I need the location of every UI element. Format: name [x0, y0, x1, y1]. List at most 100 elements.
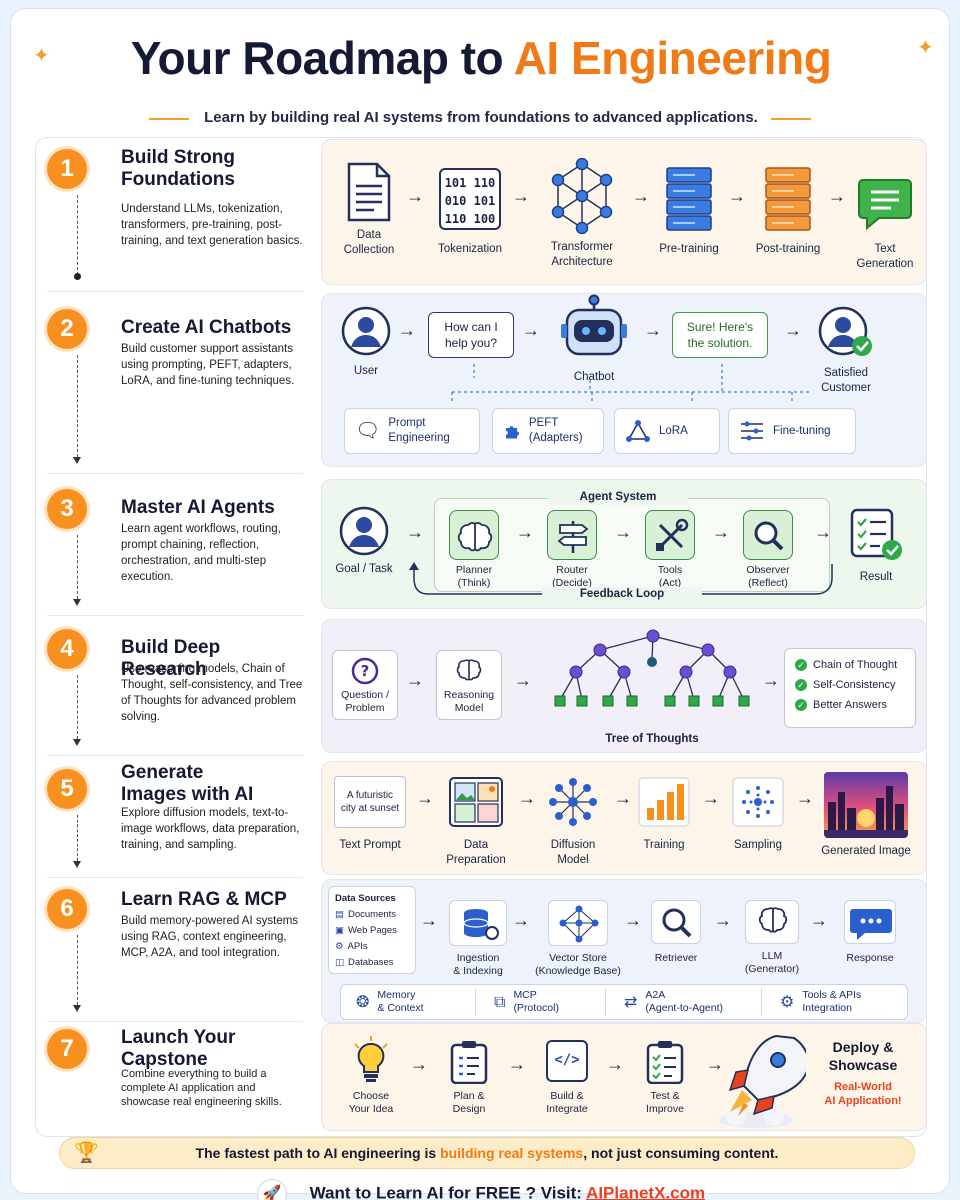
arrow-right-icon: →: [514, 670, 532, 690]
research-panel: ? Question / Problem → Reasoning Model →: [321, 619, 927, 753]
agents-panel: Agent System Goal / Task → Planner (Thin…: [321, 479, 927, 609]
gear-icon: ⚙: [780, 993, 795, 1011]
page-title: Your Roadmap to AI Engineering: [130, 32, 832, 84]
lightbulb-icon: [354, 1036, 388, 1082]
arrow-right-icon: →: [416, 788, 434, 808]
reasoning-model-node: Reasoning Model: [436, 650, 502, 720]
customer-node: Satisfied Customer: [806, 306, 886, 396]
city-sunset-image: [824, 772, 908, 838]
satisfied-customer-icon: [818, 306, 872, 356]
step-divider: [47, 291, 303, 292]
capstone-step-node: Test & Improve: [630, 1040, 700, 1116]
arrow-right-icon: →: [522, 320, 540, 340]
chatbot-node: Chatbot: [546, 294, 642, 385]
pipeline-node: Data Collection: [334, 162, 404, 258]
page-subtitle: Learn by building real AI systems from f…: [204, 109, 758, 126]
agent-step-node: Observer (Reflect): [736, 510, 800, 590]
arrow-right-icon: →: [508, 1054, 526, 1074]
server-stack-icon: [666, 167, 712, 231]
pipeline-node: Generated Image: [820, 772, 912, 859]
agent-to-agent-icon: ⇄: [624, 993, 638, 1011]
agent-step-node: Tools (Act): [638, 510, 702, 590]
step-description: Explore diffusion models, text-to-image …: [121, 807, 300, 851]
pipeline-node: A futuristic city at sunset Text Prompt: [330, 776, 410, 853]
arrow-right-icon: →: [512, 186, 530, 206]
step-connector-arrow: [73, 457, 81, 464]
foundations-panel: Data Collection → 101 110 010 101 110 10…: [321, 139, 927, 285]
website-link[interactable]: AIPlanetX.com: [586, 1183, 706, 1200]
data-sources-box: Data Sources ▤Documents ▣Web Pages ⚙APIs…: [328, 886, 416, 974]
step-number-badge: 5: [47, 769, 87, 809]
step-connector: [77, 935, 78, 1005]
agent-step-node: Router (Decide): [540, 510, 604, 590]
step-connector: [77, 355, 78, 457]
feedback-loop-label: Feedback Loop: [542, 587, 702, 602]
tree-of-thoughts-label: Tree of Thoughts: [605, 733, 699, 745]
pipeline-node: Post-training: [748, 166, 828, 257]
rocket-badge-icon: 🚀: [256, 1179, 287, 1200]
speech-bubble-answer: Sure! Here's the solution.: [672, 312, 768, 358]
step-title: Create AI Chatbots: [121, 317, 292, 338]
outcome-checklist: ✓Chain of Thought ✓Self-Consistency ✓Bet…: [784, 648, 916, 728]
rag-mcp-panel: Data Sources ▤Documents ▣Web Pages ⚙APIs…: [321, 879, 927, 1023]
pipeline-node: Data Preparation: [438, 776, 514, 868]
pipeline-node: Transformer Architecture: [536, 158, 628, 270]
step-divider: [47, 615, 303, 616]
brain-icon: [456, 659, 482, 681]
rag-step-node: Retriever: [644, 900, 708, 965]
technique-chip: 🗨 Prompt Engineering: [344, 408, 480, 454]
arrow-right-icon: →: [398, 320, 416, 340]
technique-chip: LoRA: [614, 408, 720, 454]
real-world-tagline: Real-World AI Application!: [824, 1081, 902, 1107]
neural-network-icon: [551, 158, 613, 234]
trophy-icon: 🏆: [74, 1142, 99, 1164]
step-divider: [47, 755, 303, 756]
capability-chip: ⧉ MCP(Protocol): [484, 988, 606, 1016]
arrow-right-icon: →: [702, 788, 720, 808]
step-description: Build customer support assistants using …: [121, 343, 295, 387]
code-icon: </>: [546, 1040, 588, 1082]
binary-token-icon: 101 110 010 101 110 100: [439, 168, 501, 230]
step-title: Master AI Agents: [121, 497, 275, 518]
step-connector-arrow: [73, 861, 81, 868]
pipeline-node: 101 110 010 101 110 100 Tokenization: [430, 168, 510, 257]
tools-icon: [645, 510, 695, 560]
pipeline-node: Pre-training: [654, 166, 724, 257]
arrow-right-icon: →: [606, 1054, 624, 1074]
technique-chip: PEFT (Adapters): [492, 408, 604, 454]
brain-icon: [745, 900, 799, 944]
user-avatar-icon: [341, 306, 391, 356]
image-gen-panel: A futuristic city at sunset Text Prompt …: [321, 761, 927, 875]
rag-step-node: Response: [832, 900, 908, 965]
rag-step-node: Ingestion & Indexing: [440, 900, 516, 978]
tree-of-thoughts-graph: [554, 629, 750, 707]
question-node: ? Question / Problem: [332, 650, 398, 720]
source-item: ▤Documents: [335, 909, 397, 920]
arrow-right-icon: →: [796, 788, 814, 808]
arrow-right-icon: →: [706, 1054, 724, 1074]
goal-node: Goal / Task: [328, 506, 400, 577]
step-connector: [77, 195, 78, 275]
step-description: Learn agent workflows, routing, prompt c…: [121, 523, 281, 583]
check-circle-icon: ✓: [795, 679, 807, 691]
server-stack-icon: [765, 167, 811, 231]
checklist-item: ✓Chain of Thought: [795, 655, 905, 675]
step-title: Build Strong Foundations: [121, 147, 235, 190]
technique-chip: Fine-tuning: [728, 408, 856, 454]
arrow-right-icon: →: [614, 522, 632, 542]
sliders-icon: [741, 421, 763, 441]
signpost-icon: [547, 510, 597, 560]
capstone-step-node: </> Build & Integrate: [532, 1040, 602, 1116]
step-number-badge: 3: [47, 489, 87, 529]
page: ✦ ✦ Your Roadmap to AI Engineering Learn…: [10, 8, 950, 1200]
document-icon: ▤: [335, 909, 344, 920]
step-number-badge: 1: [47, 149, 87, 189]
agent-step-node: Planner (Think): [442, 510, 506, 590]
sparkle-icon: ✦: [33, 45, 50, 67]
step-title: Launch Your Capstone: [121, 1027, 236, 1070]
check-circle-icon: ✓: [795, 659, 807, 671]
source-item: ⚙APIs: [335, 941, 368, 952]
bar-chart-icon: [638, 777, 690, 827]
arrow-right-icon: →: [714, 910, 732, 930]
